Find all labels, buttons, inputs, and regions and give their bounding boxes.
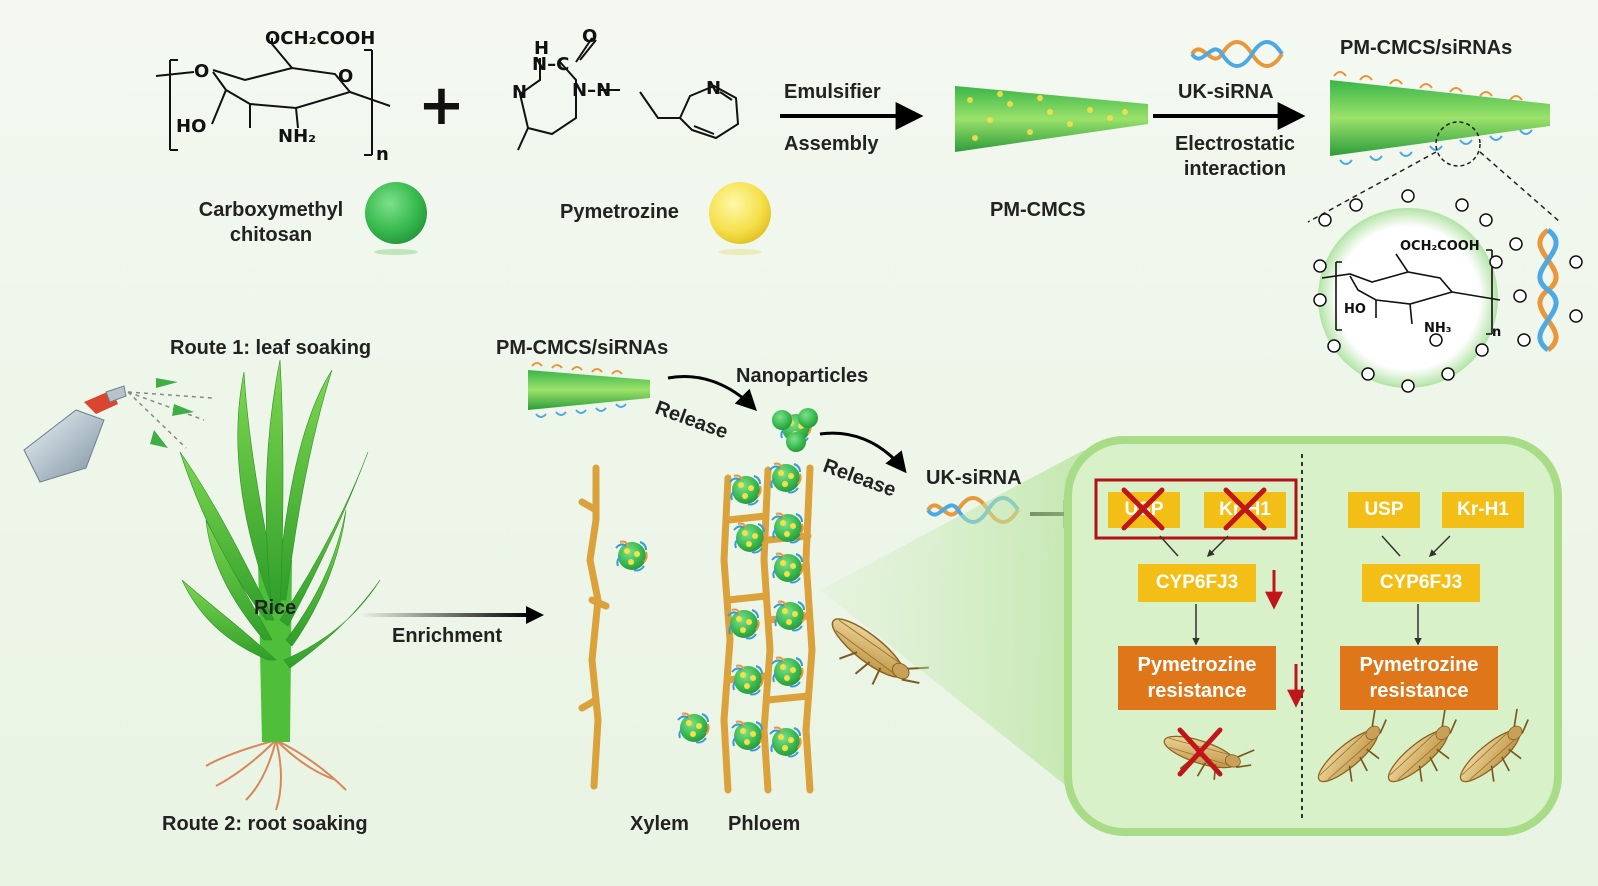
- emulsifier-label: Emulsifier: [784, 81, 881, 103]
- pym-n-left: N: [512, 82, 527, 103]
- cmc-amine: NH₂: [278, 126, 316, 147]
- cmc-substituent: OCH₂COOH: [265, 28, 375, 49]
- zoom-repeat-n: n: [1492, 325, 1501, 340]
- route1-label: Route 1: leaf soaking: [170, 337, 372, 359]
- cyp-box-control: CYP6FJ3: [1362, 564, 1480, 602]
- released-sirna-label: UK-siRNA: [926, 467, 1022, 489]
- plus-sign: +: [418, 73, 465, 138]
- pym-n-n: N–N: [572, 80, 611, 101]
- release-arrow-2: [819, 431, 907, 474]
- cmc-repeat-n: n: [376, 144, 389, 165]
- pm-cmcs-rod-icon: [955, 86, 1148, 152]
- pymetrozine-ball-icon: [709, 182, 771, 244]
- usp-box-control: USP: [1348, 492, 1420, 528]
- nanoparticles-label: Nanoparticles: [736, 365, 869, 387]
- cmc-hydroxyl: HO: [176, 116, 206, 137]
- phloem-vessels: [720, 464, 816, 794]
- pm-cmcs-label: PM-CMCS: [990, 199, 1086, 221]
- phloem-label: Phloem: [728, 813, 801, 835]
- knockdown-frame: [1094, 478, 1298, 540]
- pymetrozine-structure: [517, 37, 740, 151]
- zoom-particle: [1318, 208, 1501, 388]
- right-gene-arrows: [1381, 535, 1451, 556]
- pym-oxygen: O: [582, 26, 597, 47]
- cmc-label: Carboxymethyl chitosan: [198, 199, 344, 246]
- assembly-label: Assembly: [784, 133, 879, 155]
- enrichment-arrow: [360, 613, 530, 617]
- small-complex-rod-icon: [528, 362, 650, 418]
- xylem-nanoparticle: [615, 540, 648, 572]
- usp-box-knockdown: USP: [1108, 492, 1180, 528]
- negative-charges: [1509, 237, 1583, 347]
- resistance-box-control: Pymetrozine resistance: [1340, 646, 1498, 710]
- cmc-oxygen-left: O: [194, 61, 209, 82]
- uk-sirna-label: UK-siRNA: [1178, 81, 1274, 103]
- positive-charges: [1313, 189, 1503, 393]
- krh1-box-control: Kr-H1: [1442, 492, 1524, 528]
- complex-label: PM-CMCS/siRNAs: [1340, 37, 1513, 59]
- resistance-box-knockdown: Pymetrozine resistance: [1118, 646, 1276, 710]
- pym-pyridine-n: N: [706, 78, 721, 99]
- zoom-substituent: OCH₂COOH: [1400, 239, 1480, 254]
- nanoparticle-cluster-icon: [772, 408, 818, 452]
- electrostatic-label: Electrostatic interaction: [1174, 133, 1296, 180]
- zoom-lines: [1307, 151, 1561, 223]
- cmc-oxygen-ring: O: [338, 66, 353, 87]
- small-complex-label: PM-CMCS/siRNAs: [496, 337, 669, 359]
- spray-bottle-icon: [23, 378, 213, 483]
- zoom-sirna-helix-icon: [1537, 227, 1559, 353]
- xylem-vessel: [578, 464, 610, 790]
- zoom-amine: NH₃: [1424, 321, 1451, 336]
- enrichment-label: Enrichment: [392, 625, 503, 647]
- pym-h: H: [534, 38, 549, 59]
- zoom-hydroxyl: HO: [1344, 302, 1366, 317]
- cyp-box-knockdown: CYP6FJ3: [1138, 564, 1256, 602]
- left-gene-arrows: [1159, 535, 1229, 556]
- pm-cmcs-sirna-rod-icon: [1330, 71, 1550, 167]
- xylem-nanoparticle: [677, 712, 710, 744]
- xylem-label: Xylem: [630, 813, 689, 835]
- route2-label: Route 2: root soaking: [162, 813, 368, 835]
- rice-label: Rice: [254, 597, 297, 619]
- krh1-box-knockdown: Kr-H1: [1204, 492, 1286, 528]
- cmc-structure: [155, 38, 391, 156]
- rice-plant-icon: [179, 359, 381, 811]
- release-arrow-1: [667, 375, 757, 411]
- cmc-ball-icon: [365, 182, 427, 244]
- pymetrozine-label: Pymetrozine: [560, 201, 679, 223]
- pym-n-c: N–C: [532, 54, 569, 75]
- sirna-helix-icon: [1190, 40, 1284, 68]
- magnify-beam: [820, 450, 1084, 800]
